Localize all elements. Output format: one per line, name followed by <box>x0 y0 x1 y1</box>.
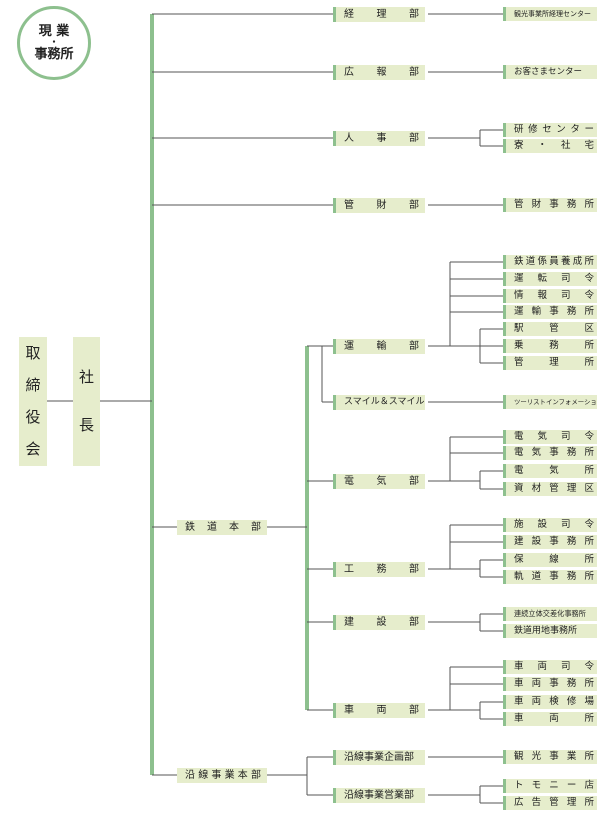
field-office-badge: 現 業 ・ 事務所 <box>17 6 91 80</box>
unit-crew-office: 乗 務 所 <box>503 339 597 353</box>
unit-information-control: 情 報 司 令 <box>503 289 597 303</box>
unit-railway-land-office: 鉄道用地事務所 <box>503 624 597 638</box>
unit-transport-office: 運 輸 事 務 所 <box>503 305 597 319</box>
badge-line-2: 事務所 <box>34 46 74 62</box>
board-char: 役 <box>25 408 41 427</box>
unit-customer-center: お客さまセンター <box>503 65 597 79</box>
unit-tourism-accounting-center: 観光事業所経理センター <box>503 7 597 21</box>
unit-tourism-office: 観 光 事 業 所 <box>503 750 597 764</box>
unit-property-office: 管 財 事 務 所 <box>503 198 597 212</box>
unit-facilities-control: 施 設 司 令 <box>503 518 597 532</box>
unit-station-district: 駅 管 区 <box>503 322 597 336</box>
unit-operations-control: 運 転 司 令 <box>503 272 597 286</box>
dept-engineering: 工 務 部 <box>333 562 425 577</box>
unit-materials-district: 資 材 管 理 区 <box>503 482 597 496</box>
unit-training-center: 研修センター <box>503 123 597 137</box>
railway-hq: 鉄 道 本 部 <box>177 520 267 535</box>
line-business-hq: 沿線事業本部 <box>177 768 267 783</box>
unit-rolling-stock-depot: 車 両 検 修 場 <box>503 695 597 709</box>
board-char: 取 <box>25 343 41 362</box>
dept-construction: 建 設 部 <box>333 615 425 630</box>
president-char: 社 <box>78 368 94 386</box>
unit-track-office: 軌 道 事 務 所 <box>503 570 597 584</box>
president: 社 長 <box>73 337 100 466</box>
unit-grade-separation-office: 連続立体交差化事務所 <box>503 607 597 621</box>
unit-track-maintenance: 保 線 所 <box>503 553 597 567</box>
unit-staff-training-school: 鉄道係員養成所 <box>503 255 597 269</box>
unit-rolling-stock-station: 車 両 所 <box>503 712 597 726</box>
dept-rolling-stock: 車 両 部 <box>333 703 425 718</box>
badge-dot: ・ <box>49 37 59 48</box>
unit-electrical-office: 電 気 事 務 所 <box>503 446 597 460</box>
unit-electrical-station: 電 気 所 <box>503 464 597 478</box>
dept-line-sales: 沿線事業営業部 <box>333 788 425 803</box>
dept-accounting: 経 理 部 <box>333 7 425 22</box>
unit-construction-office: 建 設 事 務 所 <box>503 535 597 549</box>
unit-tourist-information-center: ツーリストインフォメーションセンター <box>503 395 597 409</box>
dept-public-relations: 広 報 部 <box>333 65 425 80</box>
board-char: 締 <box>25 375 41 394</box>
dept-personnel: 人 事 部 <box>333 131 425 146</box>
board-char: 会 <box>25 440 41 459</box>
dept-transport: 運 輸 部 <box>333 339 425 354</box>
unit-rolling-stock-control: 車 両 司 令 <box>503 660 597 674</box>
dept-smile-office: スマイル＆スマイル室 <box>333 395 425 410</box>
badge-line-1: 現 業 <box>38 23 70 39</box>
board-of-directors: 取 締 役 会 <box>19 337 47 466</box>
president-char: 長 <box>78 416 94 434</box>
unit-tomony-store: ト モ ニ ー 店 <box>503 779 597 793</box>
dept-electrical: 電 気 部 <box>333 474 425 489</box>
unit-electrical-control: 電 気 司 令 <box>503 430 597 444</box>
unit-advertising-office: 広 告 管 理 所 <box>503 796 597 810</box>
dept-property: 管 財 部 <box>333 198 425 213</box>
unit-rolling-stock-office: 車 両 事 務 所 <box>503 677 597 691</box>
unit-dormitory: 寮 ・ 社 宅 <box>503 139 597 153</box>
dept-line-planning: 沿線事業企画部 <box>333 750 425 765</box>
unit-management-office: 管 理 所 <box>503 356 597 370</box>
